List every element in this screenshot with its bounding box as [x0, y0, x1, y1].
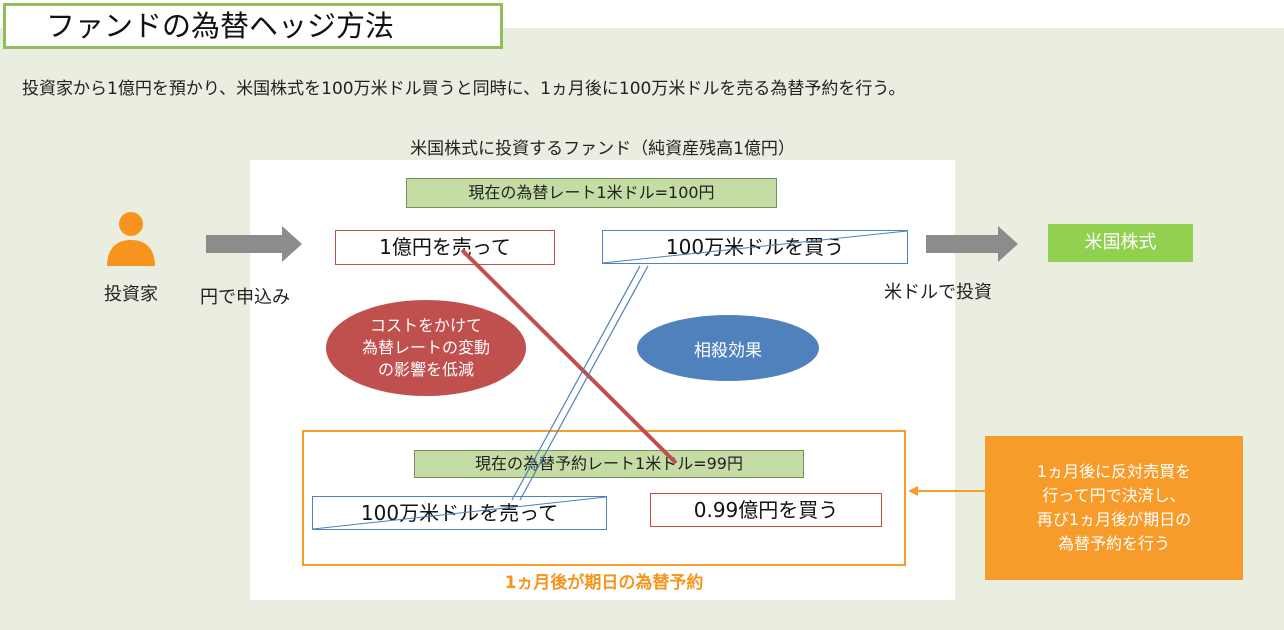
- investor-label: 投資家: [104, 284, 158, 305]
- rollover-note-box: 1ヵ月後に反対売買を 行って円で決済し、 再び1ヵ月後が期日の 為替予約を行う: [985, 436, 1243, 580]
- page-title: ファンドの為替ヘッジ方法: [3, 3, 503, 49]
- description-text: 投資家から1億円を預かり、米国株式を100万米ドル買うと同時に、1ヵ月後に100…: [22, 79, 906, 99]
- sell-yen-box: 1億円を売って: [335, 230, 555, 265]
- red-connector-line: [460, 248, 678, 465]
- blue-connector-line-a: [511, 265, 641, 501]
- sell-usd-strike: [312, 496, 607, 530]
- buy-usd-strike: [602, 230, 908, 264]
- us-stocks-box: 米国株式: [1048, 224, 1193, 262]
- fund-caption: 米国株式に投資するファンド（純資産残高1億円）: [410, 139, 795, 159]
- invest-arrow-icon: [926, 226, 1018, 262]
- cost-note-ellipse: コストをかけて 為替レートの変動 の影響を低減: [326, 300, 526, 396]
- orange-arrowhead-icon: [908, 486, 918, 496]
- offset-effect-ellipse: 相殺効果: [637, 315, 819, 381]
- person-icon: [107, 212, 155, 266]
- usd-invest-label: 米ドルで投資: [884, 282, 992, 303]
- subscription-arrow-icon: [206, 226, 302, 262]
- spot-rate-label: 現在の為替レート1米ドル=100円: [406, 178, 777, 208]
- buy-yen-box: 0.99億円を買う: [650, 493, 882, 527]
- yen-subscription-label: 円で申込み: [200, 287, 290, 308]
- forward-contract-box: [302, 430, 906, 566]
- forward-contract-caption: 1ヵ月後が期日の為替予約: [504, 573, 704, 593]
- blue-connector-line-b: [519, 265, 649, 501]
